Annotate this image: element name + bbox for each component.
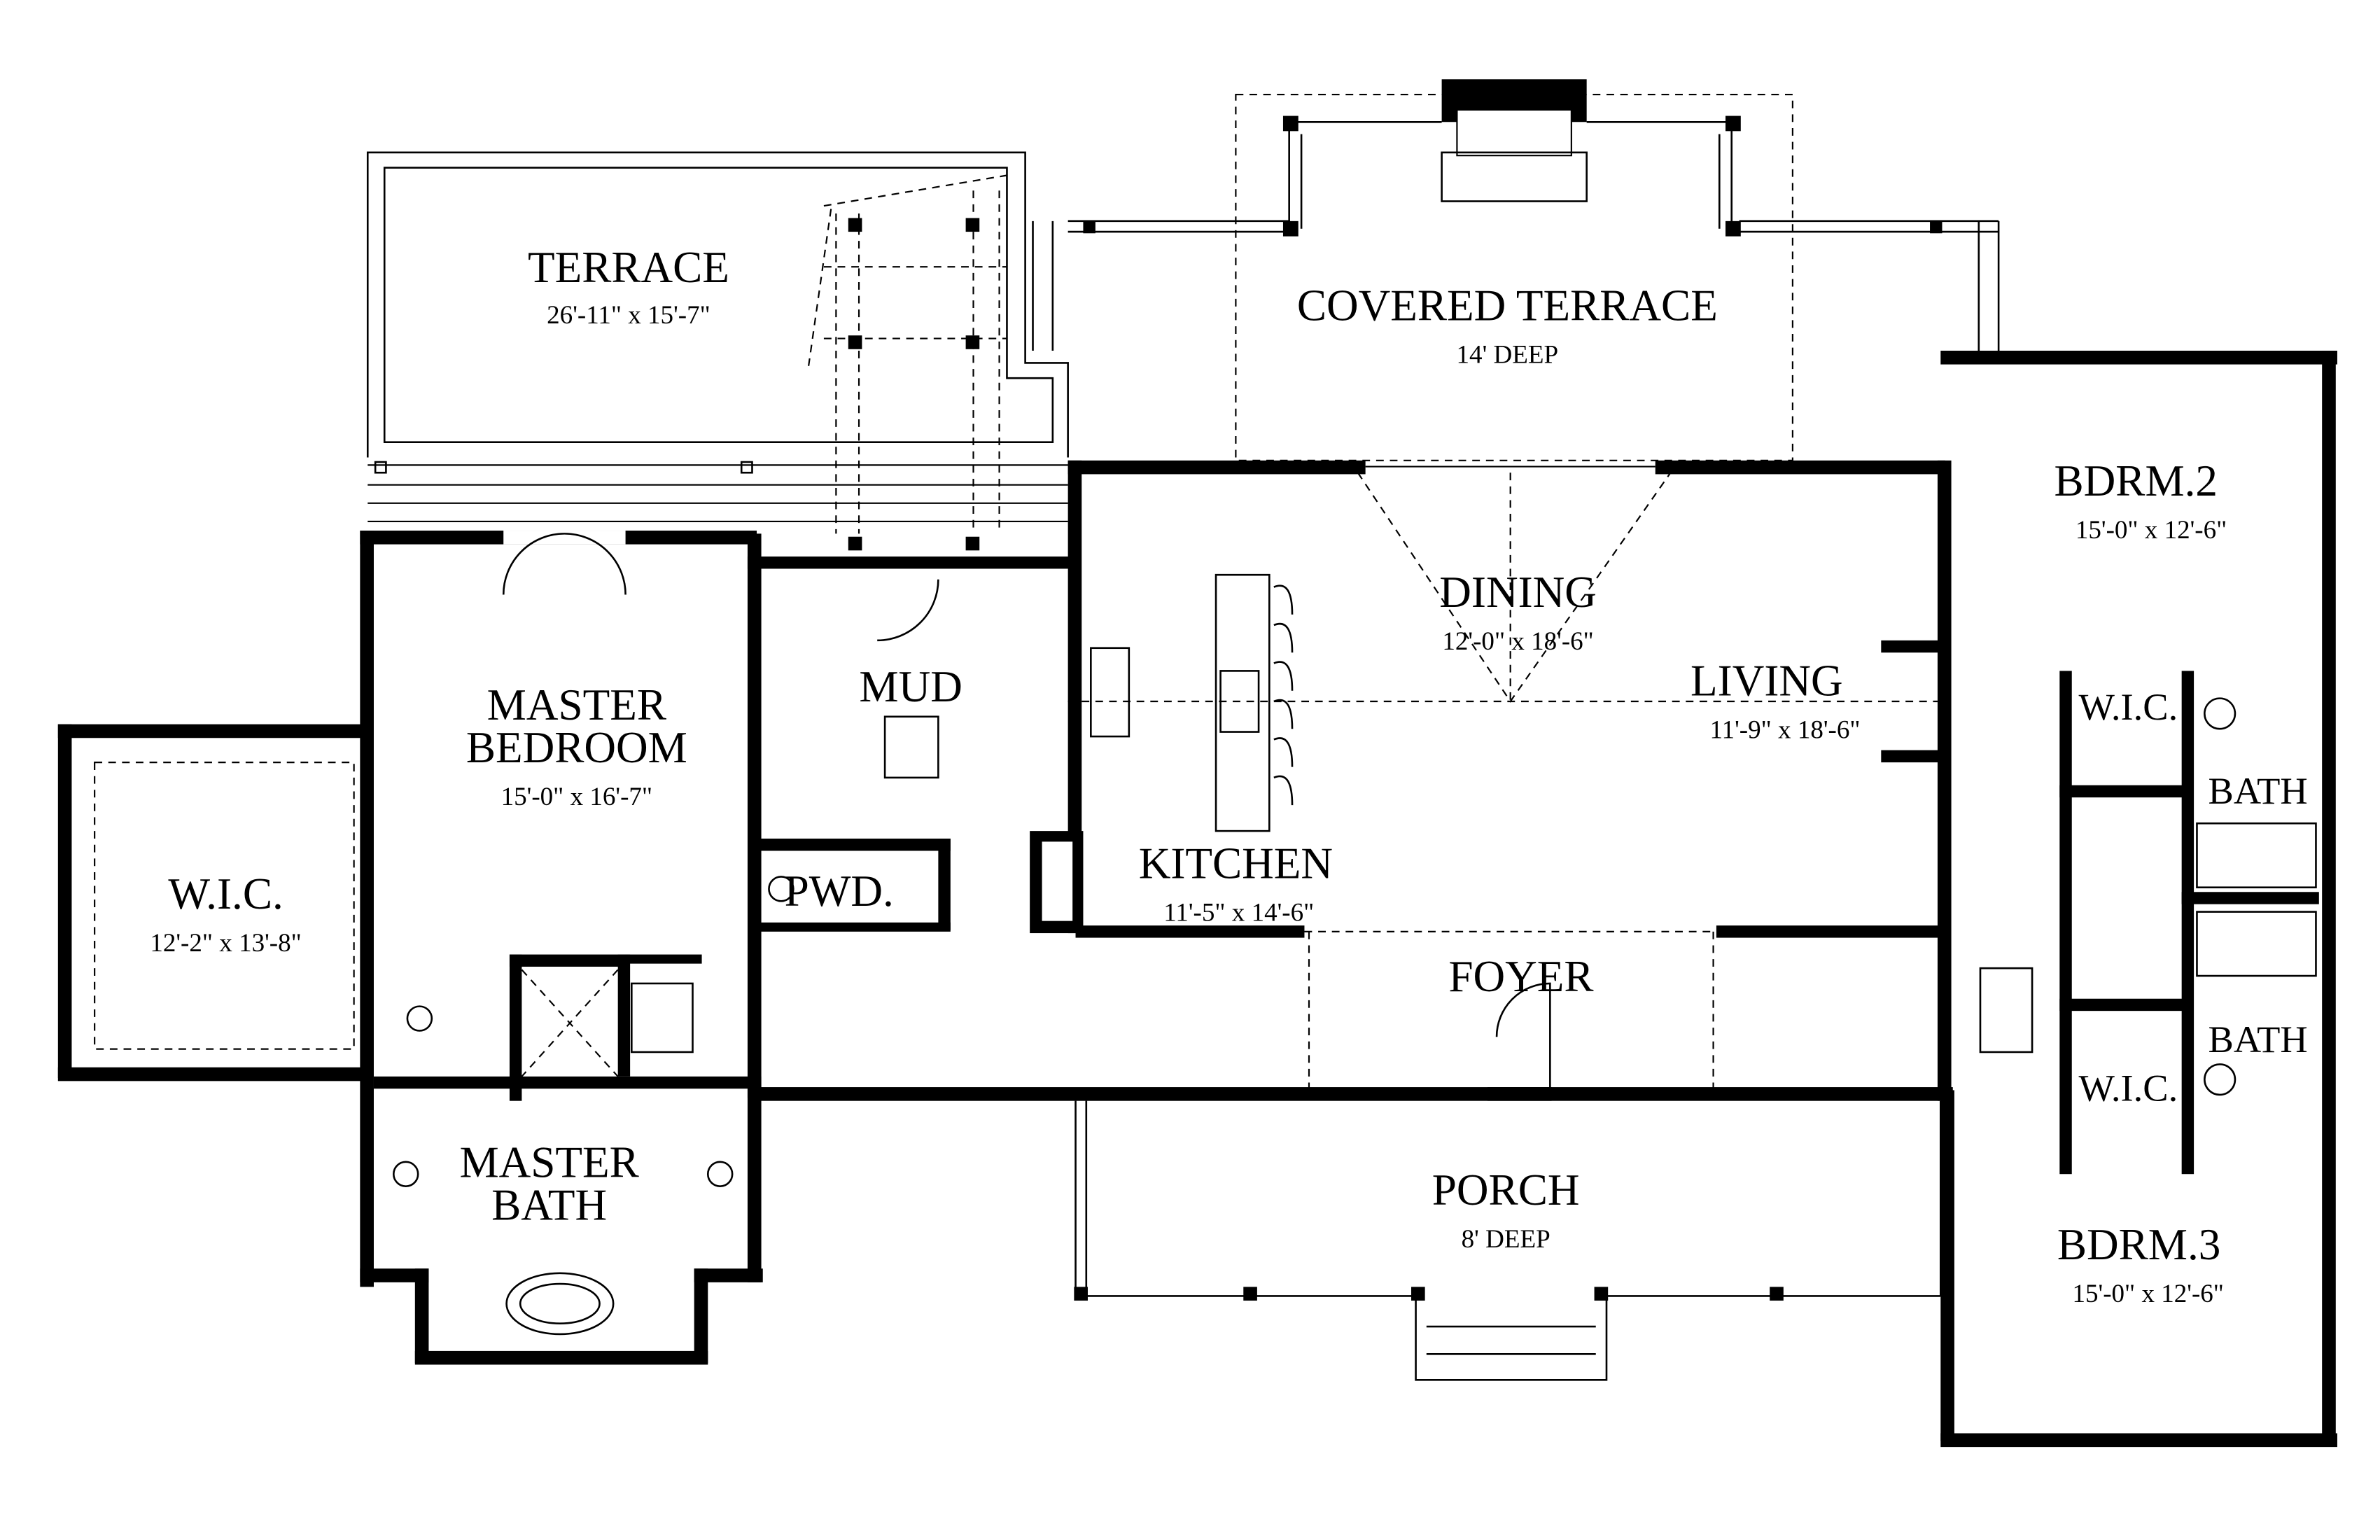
room-dims-bdrm3: 15'-0" x 12'-6"	[2072, 1280, 2223, 1308]
room-label-porch: PORCH	[1432, 1166, 1580, 1214]
room-label-dining: DINING	[1439, 568, 1597, 617]
room-label-pwd: PWD.	[785, 867, 894, 916]
room-dims-bdrm2: 15'-0" x 12'-6"	[2076, 516, 2227, 545]
room-labels: TERRACE 26'-11" x 15'-7" COVERED TERRACE…	[150, 243, 2307, 1308]
room-label-mud: MUD	[859, 662, 962, 711]
fixtures	[393, 472, 2033, 1336]
room-dims-dining: 12'-0" x 18'-6"	[1442, 627, 1593, 656]
room-dims-terrace: 26'-11" x 15'-7"	[547, 301, 710, 330]
room-label-bath-bdrm3: BATH	[2208, 1018, 2307, 1060]
room-dims-master-wic: 12'-2" x 13'-8"	[150, 929, 301, 958]
room-label-living: LIVING	[1690, 656, 1843, 705]
room-dims-master-bedroom: 15'-0" x 16'-7"	[501, 783, 652, 811]
room-label-master-bedroom-1: MASTER	[487, 680, 667, 729]
room-label-bdrm2: BDRM.2	[2054, 456, 2218, 505]
room-label-master-bath-1: MASTER	[459, 1138, 639, 1187]
room-dims-living: 11'-9" x 18'-6"	[1709, 715, 1860, 744]
room-label-foyer: FOYER	[1448, 952, 1594, 1001]
room-label-terrace: TERRACE	[528, 243, 729, 292]
covered-terrace-area	[1032, 79, 2000, 461]
room-label-covered-terrace: COVERED TERRACE	[1297, 281, 1718, 330]
room-label-wic-bdrm3: W.I.C.	[2078, 1067, 2178, 1110]
room-label-master-bath-2: BATH	[491, 1181, 607, 1230]
porch-area	[1074, 1100, 1942, 1381]
room-dims-kitchen: 11'-5" x 14'-6"	[1163, 899, 1314, 927]
terrace-area	[366, 151, 1069, 551]
room-label-wic-bdrm2: W.I.C.	[2078, 685, 2178, 728]
room-dims-porch: 8' DEEP	[1462, 1225, 1550, 1254]
walls	[57, 350, 2337, 1448]
room-dims-covered-terrace: 14' DEEP	[1457, 340, 1559, 369]
room-label-bath-bdrm2: BATH	[2208, 769, 2307, 812]
room-label-bdrm3: BDRM.3	[2057, 1220, 2221, 1269]
room-label-master-bedroom-2: BEDROOM	[466, 723, 687, 772]
room-label-master-wic: W.I.C.	[168, 869, 283, 918]
room-label-kitchen: KITCHEN	[1139, 839, 1333, 888]
